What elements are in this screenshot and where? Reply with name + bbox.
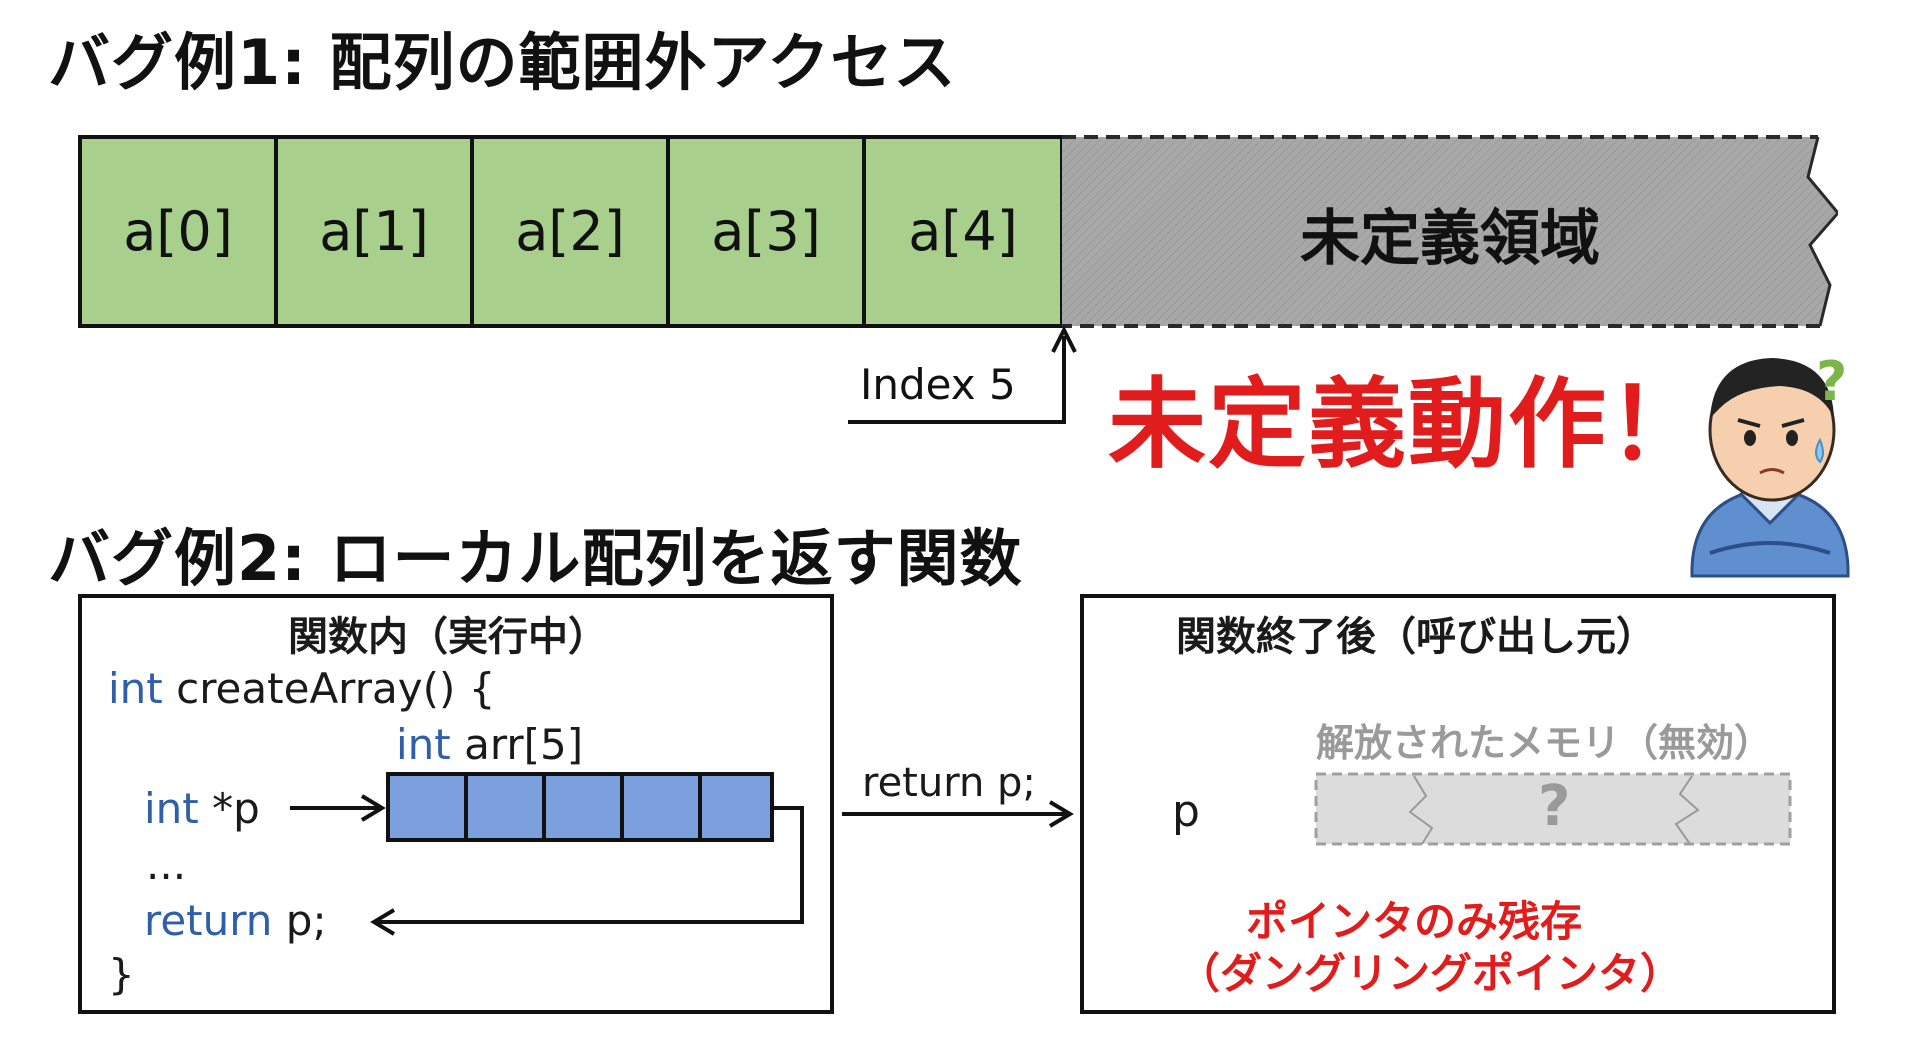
code-text: p; — [285, 896, 327, 945]
code-keyword: return — [144, 896, 273, 945]
code-keyword: int — [396, 720, 451, 769]
code-line-5: return p; — [144, 896, 327, 945]
undefined-region-label: 未定義領域 — [1300, 204, 1600, 274]
array-cell-2: a[2] — [470, 135, 670, 328]
arr-slot-4 — [698, 772, 774, 842]
freed-memory-label: 解放されたメモリ（無効） — [1316, 721, 1773, 765]
heading-bug-example-1: バグ例1: 配列の範囲外アクセス — [48, 26, 957, 99]
heading-bug-example-2: バグ例2: ローカル配列を返す関数 — [48, 522, 1023, 595]
code-text: arr[5] — [464, 720, 584, 769]
arr-slot-1 — [464, 772, 546, 842]
panel-title-running: 関数内（実行中） — [288, 614, 608, 660]
code-line-3: int *p — [144, 784, 260, 833]
code-line-2: int arr[5] — [396, 720, 583, 769]
index-5-label: Index 5 — [860, 360, 1016, 409]
question-mark-icon: ? — [1816, 350, 1848, 413]
freed-memory-block — [1314, 772, 1792, 846]
array-cell-0: a[0] — [78, 135, 278, 328]
dangling-note-line-1: ポインタのみ残存 — [1246, 897, 1583, 946]
pointer-p-label: p — [1172, 786, 1200, 837]
code-keyword: int — [144, 784, 199, 833]
code-text: createArray() { — [176, 664, 496, 713]
undefined-region-shape — [1062, 135, 1838, 328]
undefined-behavior-text: 未定義動作！ — [1108, 368, 1709, 482]
code-text: *p — [212, 784, 260, 833]
code-keyword: int — [108, 664, 163, 713]
dangling-note-line-2: （ダングリングポインタ） — [1178, 949, 1683, 998]
panel-title-after-return: 関数終了後（呼び出し元） — [1176, 614, 1656, 660]
index5-arrow — [848, 326, 1077, 424]
code-line-4: ... — [146, 840, 187, 889]
confused-person-icon — [1690, 358, 1850, 578]
return-p-label: return p; — [862, 760, 1036, 806]
code-line-1: int createArray() { — [108, 664, 495, 713]
code-line-6: } — [108, 950, 135, 999]
array-cell-3: a[3] — [666, 135, 866, 328]
unknown-value-question: ? — [1538, 774, 1571, 839]
array-cell-4: a[4] — [862, 135, 1064, 328]
